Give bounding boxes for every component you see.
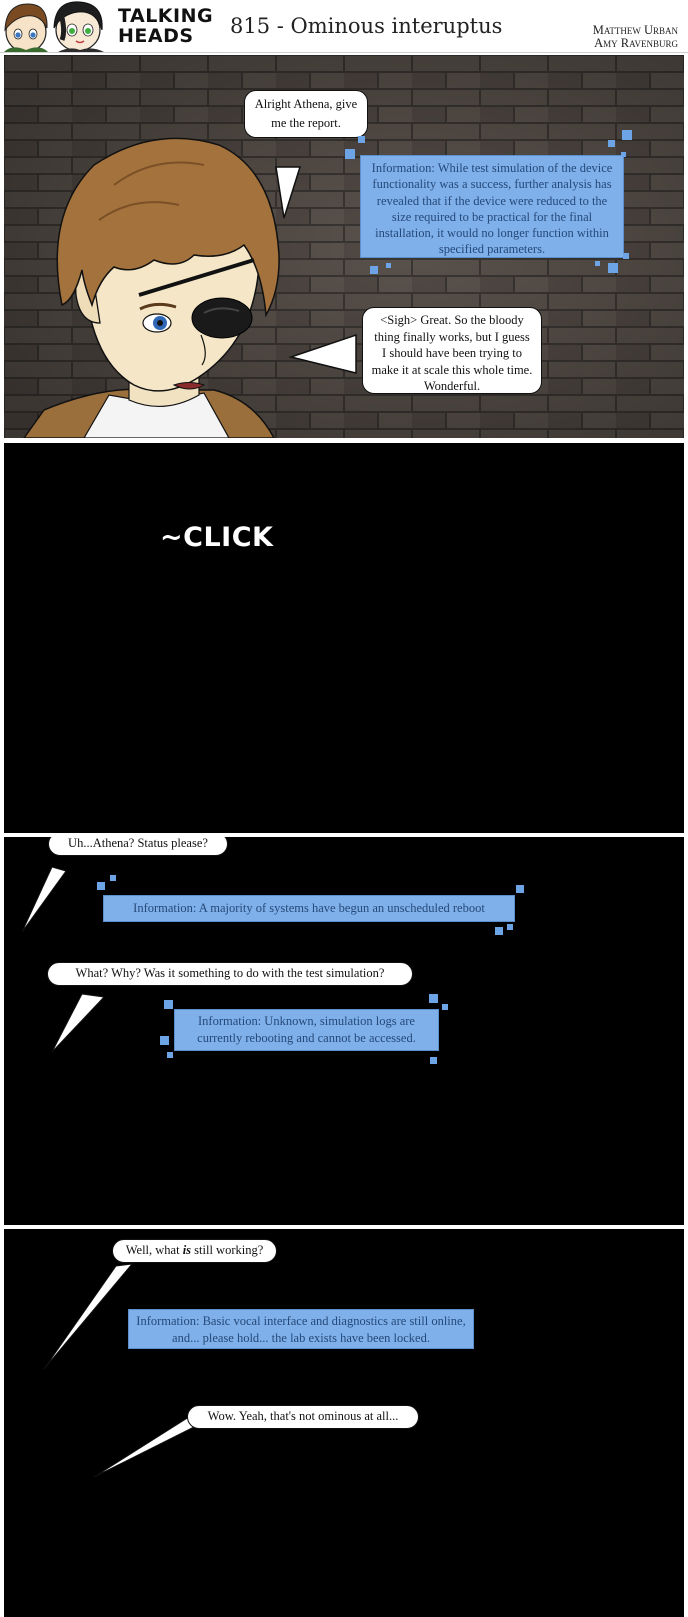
speech-bubble-sigh: <Sigh> Great. So the bloody thing finall… [362, 307, 542, 394]
athena-info-box-locked: Information: Basic vocal interface and d… [128, 1309, 474, 1349]
info-pixel-decoration [495, 927, 503, 935]
comic-header: TALKING HEADS 815 - Ominous interuptus M… [0, 0, 688, 53]
speech-bubble-status: Uh...Athena? Status please? [48, 837, 228, 856]
character-eyepatch-man [23, 137, 280, 438]
info-pixel-decoration [429, 994, 438, 1003]
info-pixel-decoration [608, 263, 618, 273]
comic-authors: Matthew Urban Amy Ravenburg [593, 24, 678, 50]
comic-title: 815 - Ominous interuptus [230, 14, 503, 38]
athena-info-box-reboot: Information: A majority of systems have … [103, 895, 515, 922]
info-pixel-decoration [110, 875, 116, 881]
talking-heads-logo-text: TALKING HEADS [118, 6, 213, 46]
still-working-text-a: Well, what [125, 1243, 183, 1257]
info-pixel-decoration [164, 1000, 173, 1009]
speech-bubble-report: Alright Athena, give me the report. [244, 90, 368, 138]
info-pixel-decoration [97, 882, 105, 890]
comic-panel-3: Uh...Athena? Status please? Information:… [4, 837, 684, 1225]
talking-heads-logo-faces [4, 1, 104, 52]
logo-line-2: HEADS [118, 25, 194, 47]
comic-panel-4: Well, what is still working? Information… [4, 1229, 684, 1617]
info-pixel-decoration [608, 140, 615, 147]
click-sound-effect: ~CLICK [160, 522, 274, 553]
comic-panel-2: ~CLICK [4, 443, 684, 833]
still-working-text-b: still working? [191, 1243, 264, 1257]
info-pixel-decoration [507, 924, 513, 930]
speech-bubble-still-working: Well, what is still working? [112, 1239, 277, 1263]
athena-info-box-simulation: Information: While test simulation of th… [360, 155, 624, 258]
still-working-emphasis: is [182, 1243, 192, 1257]
author-2: Amy Ravenburg [594, 36, 678, 50]
speech-bubble-why: What? Why? Was it something to do with t… [47, 962, 413, 986]
info-pixel-decoration [167, 1052, 173, 1058]
info-pixel-decoration [621, 152, 626, 157]
info-pixel-decoration [345, 149, 355, 159]
info-pixel-decoration [370, 266, 378, 274]
info-pixel-decoration [430, 1057, 437, 1064]
info-pixel-decoration [160, 1036, 169, 1045]
info-pixel-decoration [516, 885, 524, 893]
info-pixel-decoration [623, 253, 629, 259]
info-pixel-decoration [442, 1004, 448, 1010]
logo-line-1: TALKING [118, 5, 214, 27]
athena-info-box-unknown: Information: Unknown, simulation logs ar… [174, 1009, 439, 1051]
author-1: Matthew Urban [592, 23, 678, 37]
comic-panel-1: Alright Athena, give me the report. Info… [4, 55, 684, 438]
speech-bubble-not-ominous: Wow. Yeah, that's not ominous at all... [187, 1405, 419, 1429]
info-pixel-decoration [595, 261, 600, 266]
info-pixel-decoration [358, 136, 365, 143]
info-pixel-decoration [622, 130, 632, 140]
info-pixel-decoration [386, 263, 391, 268]
